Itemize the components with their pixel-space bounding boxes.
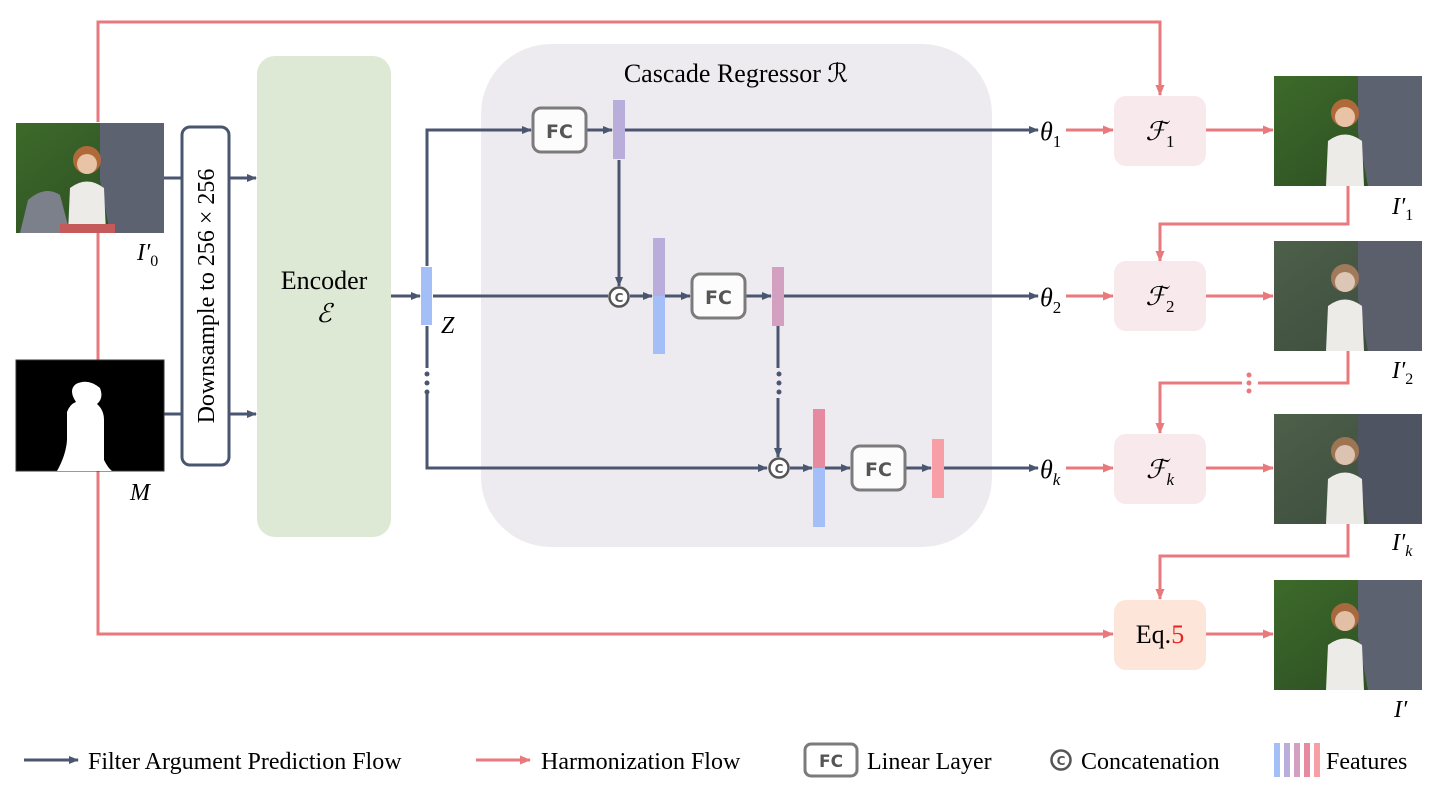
output-image-k (1274, 414, 1422, 524)
legend-concat-icon (1050, 749, 1072, 771)
output-label-1: I′1 (1391, 194, 1413, 224)
legend-fc-icon (803, 742, 859, 778)
feature-bar-concat-2-top (653, 238, 665, 296)
svg-text:Eq.5: Eq.5 (1136, 620, 1184, 649)
feature-bar-k (932, 439, 944, 498)
encoder-symbol: ℰ (316, 299, 334, 328)
latent-ellipsis (424, 371, 430, 395)
svg-text:FC: FC (705, 287, 732, 309)
latent-label: Z (441, 313, 455, 339)
svg-text:C: C (775, 462, 784, 476)
input-image (16, 123, 164, 233)
feature-bar-1 (613, 100, 625, 159)
feature-bar-concat-k-bottom (813, 468, 825, 527)
fc-block-2: FC (690, 272, 747, 320)
legend-filter-flow-label: Filter Argument Prediction Flow (88, 749, 402, 775)
theta-k: θk (1040, 455, 1061, 489)
mask-image (15, 359, 165, 472)
svg-text:FC: FC (865, 459, 892, 481)
eq-block: Eq.5 (1114, 600, 1206, 670)
downsample-label: Downsample to 256 × 256 (194, 169, 220, 424)
harmonization-flow-lines (96, 20, 1350, 639)
theta-2: θ2 (1040, 283, 1061, 317)
latent-feature (421, 267, 432, 325)
fc-block-1: FC (531, 106, 588, 154)
fc-block-3: FC (850, 444, 907, 492)
svg-text:FC: FC (819, 752, 843, 772)
legend-concatenation-label: Concatenation (1081, 749, 1220, 775)
output-image-1 (1274, 76, 1422, 186)
concat-node-k: C (768, 457, 790, 479)
feature-bar-2 (772, 267, 784, 326)
svg-text:FC: FC (546, 121, 573, 143)
filter-block-k: ℱk (1114, 434, 1206, 504)
encoder-block (257, 56, 391, 537)
feature-bar-concat-2-bottom (653, 296, 665, 354)
filter-block-2: ℱ2 (1114, 261, 1206, 331)
feature-bar-concat-k-top (813, 409, 825, 468)
output-image-final (1274, 580, 1422, 690)
legend: Filter Argument Prediction Flow Harmoniz… (24, 742, 1407, 778)
legend-features-icon (1274, 743, 1320, 777)
mask-label: M (129, 480, 152, 506)
output-label-k: I′k (1391, 530, 1413, 560)
theta-1: θ1 (1040, 117, 1061, 151)
encoder-label: Encoder (281, 266, 368, 295)
filter-block-1: ℱ1 (1114, 96, 1206, 166)
input-image-label: I′0 (136, 240, 158, 270)
legend-features-label: Features (1326, 749, 1407, 775)
svg-text:C: C (615, 291, 624, 305)
downsample-block (180, 125, 231, 467)
output-image-2 (1274, 241, 1422, 351)
regressor-title: Cascade Regressor ℛ (624, 59, 848, 88)
output-label-final: I′ (1393, 697, 1408, 723)
svg-text:C: C (1057, 754, 1066, 768)
cascade-ellipsis (776, 371, 782, 395)
legend-harmonization-label: Harmonization Flow (541, 749, 741, 775)
legend-linear-layer-label: Linear Layer (867, 749, 992, 775)
filter-argument-flow-lines (164, 126, 1039, 472)
harmonization-ellipsis (1246, 372, 1252, 394)
output-label-2: I′2 (1391, 358, 1413, 388)
concat-node-2: C (608, 286, 630, 308)
